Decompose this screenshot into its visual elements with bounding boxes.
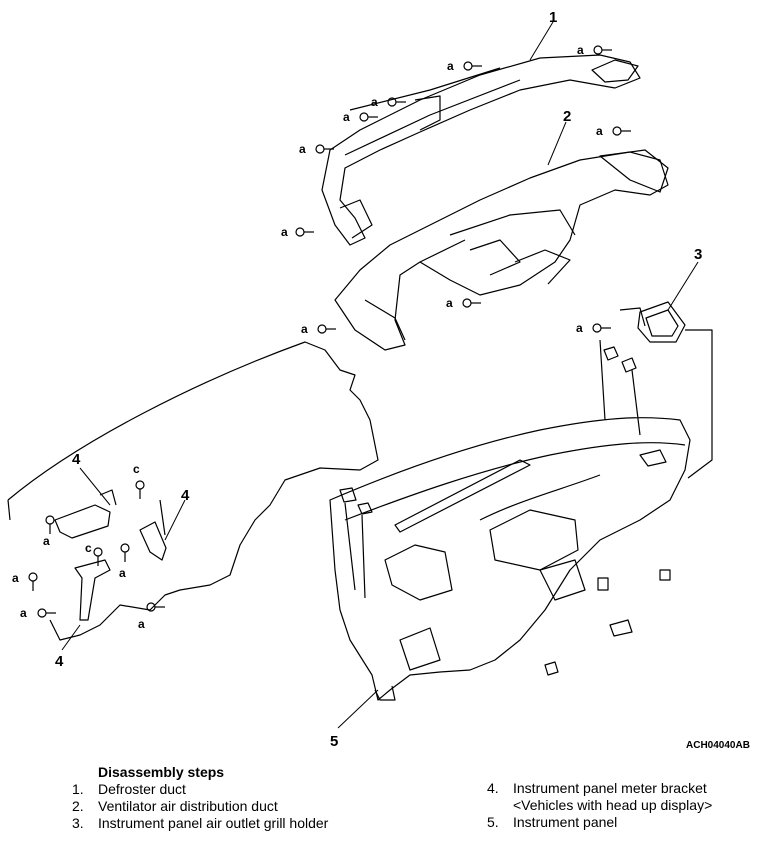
steps-title: Disassembly steps [98, 764, 225, 780]
fastener-screw-icon [93, 547, 103, 566]
callout-4-c: 4 [55, 653, 64, 670]
fastener-label-a: a [12, 571, 19, 585]
fastener-screw-icon [146, 602, 165, 612]
fastener-label-a: a [20, 606, 27, 620]
callout-5: 5 [330, 733, 338, 750]
figure-code: ACH04040AB [686, 740, 750, 751]
fastener-label-a: a [138, 617, 145, 631]
ventilator-air-distribution-duct [334, 149, 669, 351]
fastener-label-a: a [447, 59, 454, 73]
fasteners-a [28, 45, 631, 618]
callout-4-a: 4 [72, 451, 81, 468]
fastener-labels: a a a a a a a a a a a a a a a c c [12, 43, 603, 631]
windshield-outline [7, 341, 379, 641]
step-number: 2. [72, 798, 84, 814]
step-number: 5. [487, 814, 499, 830]
step-item: 1. Defroster duct [72, 781, 452, 798]
fastener-screw-icon [295, 227, 314, 237]
fastener-screw-icon [37, 608, 56, 618]
callout-2: 2 [563, 108, 571, 125]
fastener-label-a: a [281, 225, 288, 239]
meter-bracket-left [54, 489, 167, 621]
fastener-screw-icon [135, 480, 145, 499]
fastener-label-c: c [85, 541, 92, 555]
fastener-screw-icon [359, 112, 378, 122]
callout-4-b: 4 [181, 487, 190, 504]
step-item: <Vehicles with head up display> [487, 797, 757, 814]
step-text: <Vehicles with head up display> [513, 797, 713, 813]
defroster-duct [321, 54, 641, 246]
fastener-screw-icon [28, 572, 38, 591]
fastener-screw-icon [462, 298, 481, 308]
fastener-label-a: a [596, 124, 603, 138]
step-text: Defroster duct [98, 781, 186, 797]
fastener-label-a: a [371, 95, 378, 109]
fastener-label-a: a [576, 321, 583, 335]
fastener-screw-icon [45, 515, 55, 534]
fastener-label-a: a [119, 566, 126, 580]
step-number: 3. [72, 815, 84, 831]
fastener-label-a: a [577, 43, 584, 57]
fastener-screw-icon [317, 324, 336, 334]
fastener-screw-icon [593, 45, 612, 55]
step-text: Ventilator air distribution duct [98, 798, 278, 814]
fastener-label-c: c [133, 462, 140, 476]
step-text: Instrument panel [513, 814, 618, 830]
fastener-screw-icon [120, 543, 130, 562]
step-number: 1. [72, 781, 84, 797]
step-item: 5. Instrument panel [487, 814, 757, 831]
fastener-screw-icon [315, 144, 334, 154]
step-item: 3. Instrument panel air outlet grill hol… [72, 815, 452, 832]
disassembly-steps-left: Disassembly steps 1. Defroster duct 2. V… [72, 764, 452, 832]
fastener-label-a: a [43, 534, 50, 548]
fastener-screw-icon [387, 97, 406, 107]
step-text: Instrument panel meter bracket [513, 780, 707, 796]
instrument-panel [329, 417, 691, 701]
callout-3: 3 [694, 246, 702, 263]
exploded-view-drawing: 1 2 3 4 4 4 5 a a a a a a a a a a a a a … [7, 9, 750, 751]
fastener-label-a: a [446, 296, 453, 310]
fastener-label-a: a [301, 322, 308, 336]
fastener-label-a: a [299, 142, 306, 156]
step-item: 2. Ventilator air distribution duct [72, 798, 452, 815]
step-number: 4. [487, 780, 499, 796]
fastener-screw-icon [463, 61, 482, 71]
disassembly-steps-right: 4. Instrument panel meter bracket <Vehic… [487, 780, 757, 831]
fastener-label-a: a [343, 110, 350, 124]
callout-1: 1 [549, 9, 557, 26]
step-text: Instrument panel air outlet grill holder [98, 815, 329, 831]
leader-lines [61, 21, 699, 729]
step-item: 4. Instrument panel meter bracket [487, 780, 757, 797]
fastener-screw-icon [592, 323, 611, 333]
air-outlet-grill-holder [599, 301, 713, 479]
step-number [487, 797, 513, 814]
fastener-screw-icon [612, 126, 631, 136]
